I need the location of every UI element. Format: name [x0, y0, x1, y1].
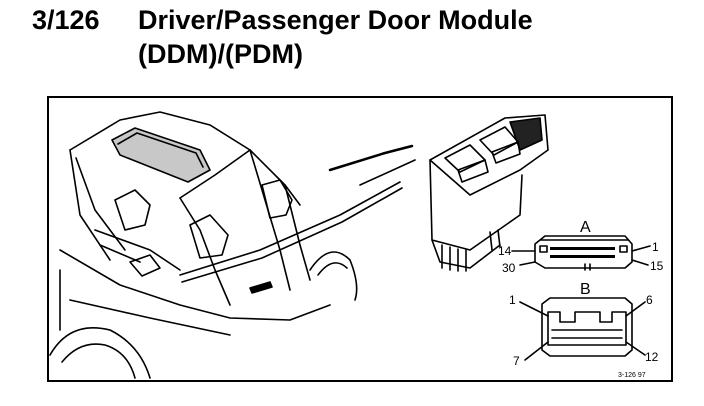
- connector-b-pin-12: 12: [645, 350, 659, 364]
- connector-a-pin-15: 15: [650, 259, 664, 273]
- connector-a-pins: [550, 247, 615, 258]
- door-module-illustration: [429, 114, 549, 272]
- connector-a-label: A: [580, 219, 591, 236]
- connector-a-pin-14: 14: [498, 244, 512, 258]
- page-title: 3/126 Driver/Passenger Door Module: [32, 4, 533, 36]
- figure-reference: 3-126 97: [618, 372, 646, 379]
- connector-a-pin-30: 30: [502, 261, 516, 275]
- connector-b-label: B: [580, 281, 591, 298]
- section-number: 3/126: [32, 5, 100, 35]
- connector-a-pin-1: 1: [652, 240, 659, 254]
- connector-b-drawing: [519, 297, 646, 361]
- connector-b-pin-7: 7: [513, 354, 520, 368]
- title-line-2: (DDM)/(PDM): [138, 39, 303, 69]
- illustration-frame: [47, 96, 673, 382]
- car-illustration: [49, 111, 416, 379]
- connector-b-pin-6: 6: [646, 293, 653, 307]
- title-line-1: Driver/Passenger Door Module: [138, 5, 533, 35]
- connector-a-drawing: [511, 235, 651, 271]
- connector-b-pin-1: 1: [509, 293, 516, 307]
